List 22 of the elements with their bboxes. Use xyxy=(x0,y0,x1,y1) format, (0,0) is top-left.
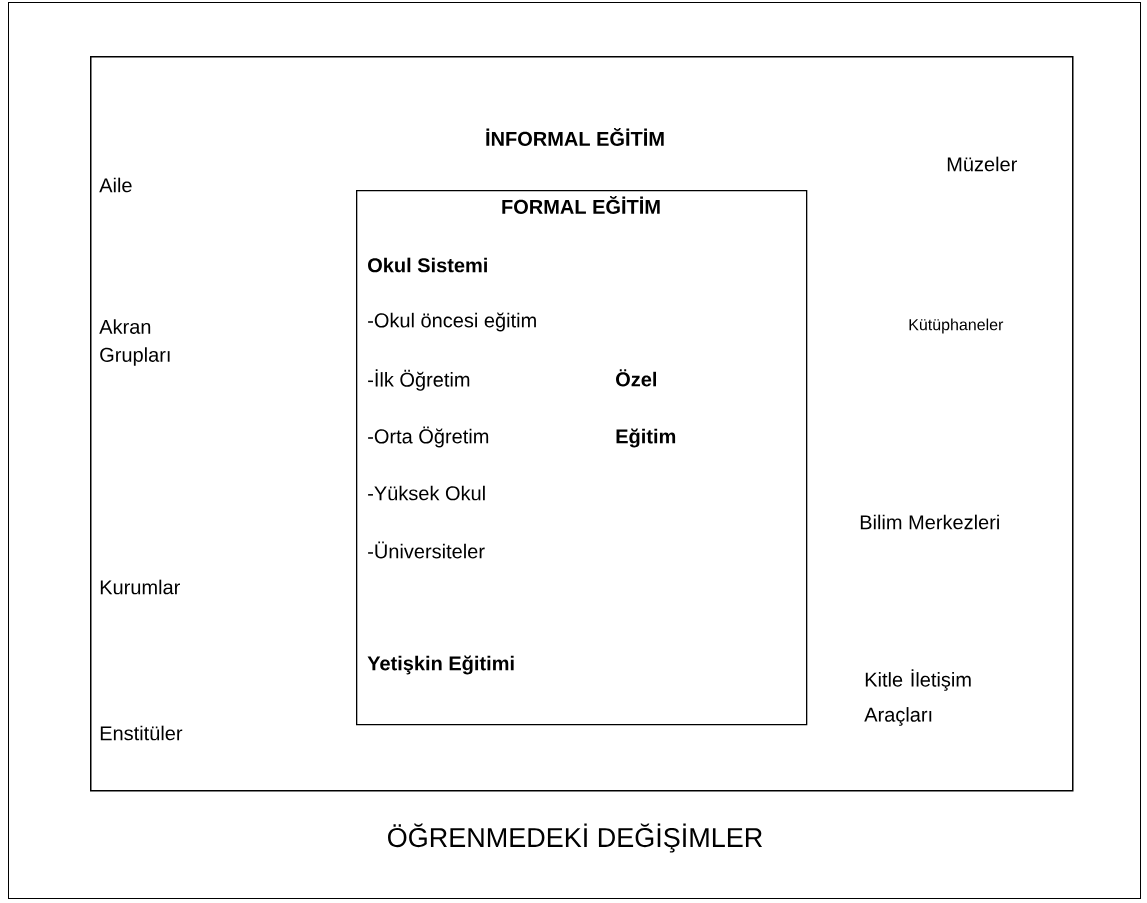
subheading: Okul Sistemi xyxy=(368,257,487,273)
outer-box xyxy=(90,56,1074,792)
frame xyxy=(8,2,1141,899)
label: Enstitüler xyxy=(100,725,183,741)
label: Kütüphaneler xyxy=(909,318,1004,334)
inner-box xyxy=(356,190,808,726)
list-item: -Üniversiteler xyxy=(368,541,485,559)
list-item: -İlk Öğretim xyxy=(368,369,470,391)
label: Kitle İletişim Araçları xyxy=(864,669,971,726)
heading: FORMAL EĞİTİM xyxy=(502,196,660,214)
heading: ÖĞRENMEDEKİ DEĞİŞİMLER xyxy=(388,823,763,853)
list-item: -Okul öncesi eğitim xyxy=(368,312,536,332)
list-item: -Yüksek Okul xyxy=(368,485,485,501)
label: Akran Grupları xyxy=(99,319,170,366)
label: Müzeler xyxy=(947,156,1017,172)
subheading: Özel Eğitim xyxy=(616,369,676,448)
label: Bilim Merkezleri xyxy=(860,514,999,530)
heading: İNFORMAL EĞİTİM xyxy=(486,128,664,146)
subheading: Yetişkin Eğitimi xyxy=(367,655,514,675)
list-item: -Orta Öğretim xyxy=(368,426,489,448)
label: Kurumlar xyxy=(100,579,180,595)
label: Aile xyxy=(99,177,132,193)
